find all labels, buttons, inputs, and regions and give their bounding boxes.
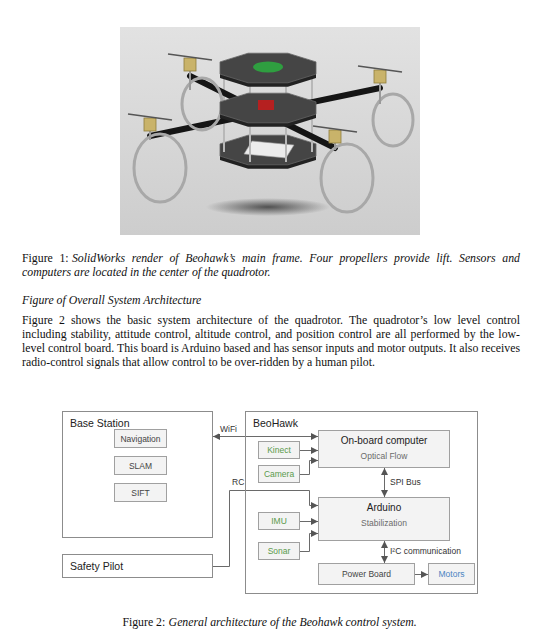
connector	[300, 521, 318, 522]
box-label: Camera	[264, 469, 294, 479]
controller-box: ArduinoStabilization	[318, 497, 450, 541]
green-marker	[253, 62, 283, 73]
paragraph-text: Figure 2 shows the basic system architec…	[22, 313, 520, 369]
power-box: Power Board	[318, 563, 415, 585]
box-label: On-board computer	[341, 435, 428, 446]
station-group: Base StationNavigationSLAM SIFT	[62, 411, 213, 538]
connector	[300, 534, 318, 552]
computer-box: On-board computerOptical Flow	[318, 430, 450, 468]
connector	[415, 574, 428, 575]
box-label: Navigation	[120, 434, 160, 444]
top-plate	[220, 53, 316, 83]
box-label: SIFT	[131, 488, 149, 498]
box-label: Safety Pilot	[70, 560, 123, 572]
sensor-box: Kinect	[258, 441, 300, 459]
figure-caption: Figure 1:SolidWorks render of Beohawk’s …	[22, 251, 520, 279]
box-label: IMU	[271, 516, 287, 526]
box-label: Motors	[439, 569, 465, 579]
caption-text: SolidWorks render of Beohawk’s main fram…	[22, 251, 520, 279]
box-label: BeoHawk	[246, 412, 298, 429]
render-background	[120, 27, 420, 235]
sensor-box: Camera	[258, 465, 300, 483]
software-module: SLAM	[114, 456, 167, 475]
connector	[300, 450, 318, 451]
software-module: SIFT	[114, 483, 167, 502]
prop-guards	[134, 78, 413, 212]
box-label: Kinect	[267, 445, 291, 455]
connector	[300, 461, 318, 475]
connector	[384, 541, 385, 563]
connector-label: RC	[231, 477, 245, 487]
connector-label: WiFi	[219, 424, 238, 434]
connector-label: SPI Bus	[389, 477, 422, 487]
section-heading: Figure of Overall System Architecture	[22, 293, 520, 307]
propellers	[128, 54, 402, 132]
figure-number: Figure 1:	[22, 251, 69, 265]
sensor-box: Sonar	[258, 542, 300, 560]
bottom-plate	[220, 135, 316, 165]
box-label: Arduino	[367, 502, 401, 513]
vehicle-group: BeoHawkOn-board computerOptical Flow Kine…	[245, 411, 478, 594]
box-sublabel: Optical Flow	[361, 451, 408, 461]
shadow	[206, 198, 330, 216]
body-paragraph: Figure 2 shows the basic system architec…	[22, 313, 520, 369]
figure-caption: Figure 2: General architecture of the Beo…	[0, 615, 539, 629]
heading-text: Figure of Overall System Architecture	[22, 293, 201, 307]
connector	[213, 436, 318, 437]
figure-number: Figure 2:	[122, 615, 165, 629]
connector	[384, 468, 385, 497]
motor-box: Motors	[428, 563, 475, 585]
box-label: Base Station	[63, 412, 130, 429]
connector-label: I²C communication	[389, 546, 462, 556]
box-label: Sonar	[268, 546, 291, 556]
caption-text: General architecture of the Beohawk cont…	[169, 615, 417, 629]
pilot-box: Safety Pilot	[62, 554, 213, 578]
box-sublabel: Stabilization	[361, 518, 407, 528]
electronics-board	[258, 100, 274, 110]
box-label: SLAM	[129, 461, 152, 471]
software-module: Navigation	[114, 429, 167, 448]
sensor-box: IMU	[258, 512, 300, 530]
middle-plate	[220, 93, 316, 123]
motors	[144, 58, 386, 143]
box-label: Power Board	[342, 569, 391, 579]
connector	[213, 491, 318, 567]
